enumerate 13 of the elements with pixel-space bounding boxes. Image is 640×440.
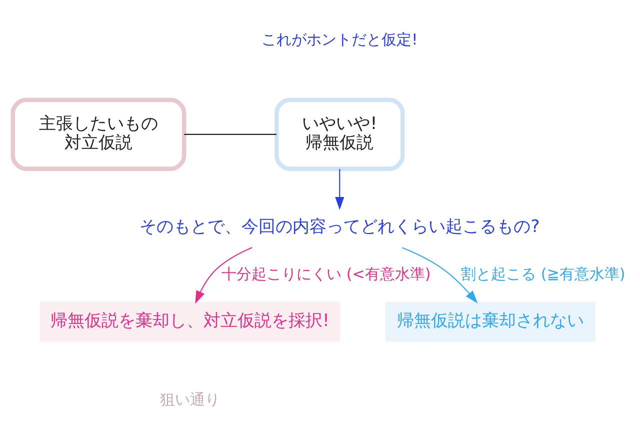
node-box: いやいや! 帰無仮説 [274,97,405,170]
node-box: 主張したいもの 対立仮説 [10,97,186,170]
arrow [402,246,478,303]
node-label: 狙い通り [160,390,220,408]
arrow [195,246,252,304]
node-label: これがホントだと仮定! [262,30,418,48]
arrow [335,168,344,210]
edge-label: 十分起こりにくい (<有意水準) [222,264,431,282]
connector [184,133,276,134]
node-box: 帰無仮説を棄却し、対立仮説を採択! [40,301,340,342]
edge-label: 割と起こる (≧有意水準) [461,264,626,282]
node-text: そのもとで、今回の内容ってどれくらい起こるもの? [140,216,540,237]
node-box: 帰無仮説は棄却されない [385,301,596,342]
